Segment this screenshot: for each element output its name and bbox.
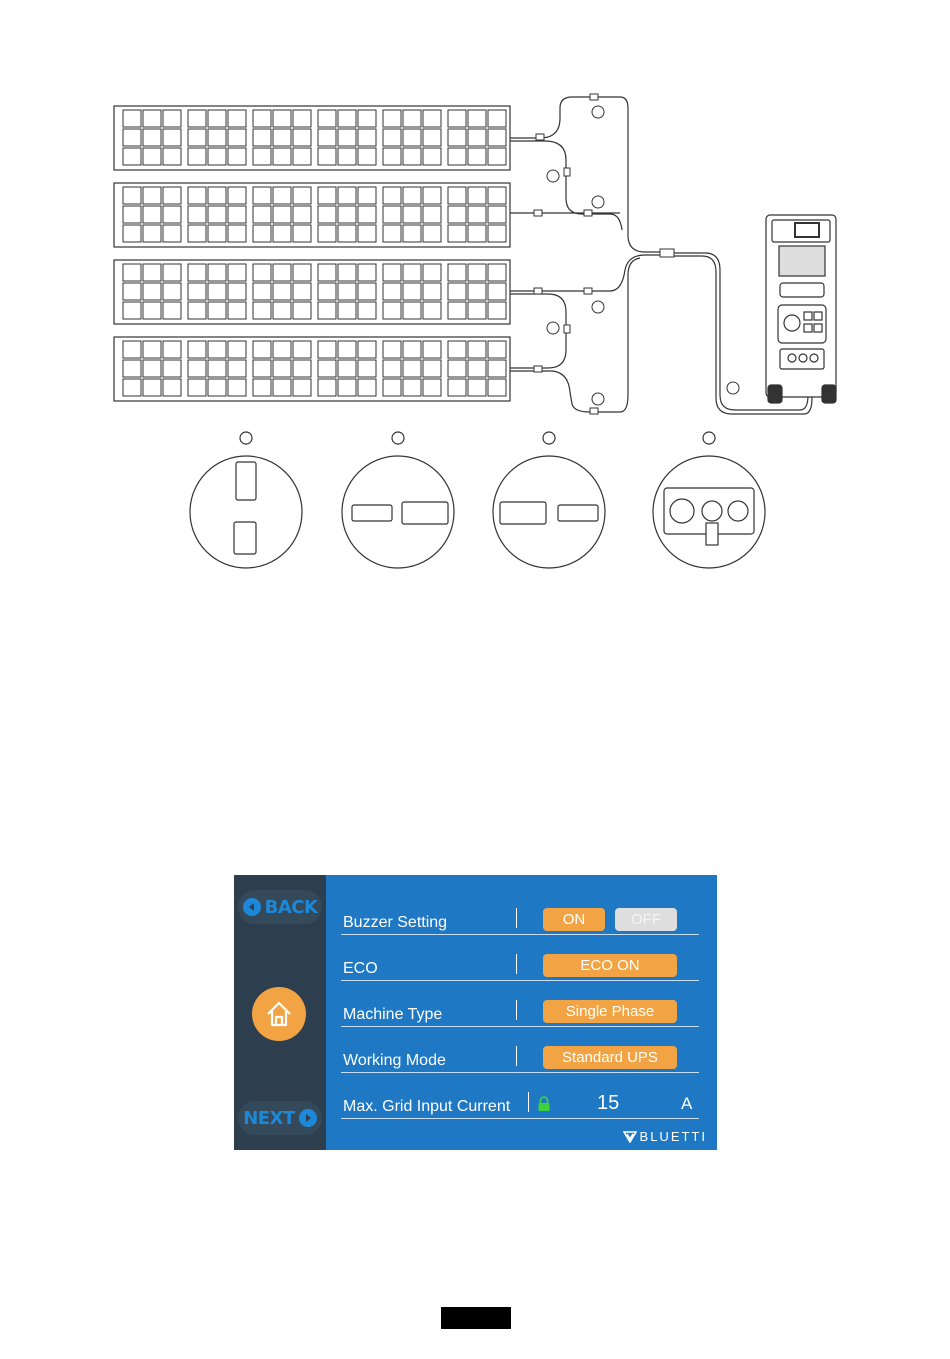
home-icon [263,998,295,1030]
sidebar: BACK NEXT [234,875,326,1150]
page-footer-bar [441,1307,511,1329]
divider [528,1092,529,1112]
buzzer-off-button[interactable]: OFF [615,908,677,931]
solar-connection-diagram [0,0,950,600]
eco-button[interactable]: ECO ON [543,954,677,977]
settings-screen: BACK NEXT Buzzer Setting ON OFF ECO ECO … [234,875,717,1150]
solar-panel [114,183,510,247]
divider [516,908,517,928]
setting-row-max-grid-current: Max. Grid Input Current 15 A [341,1088,699,1119]
working-mode-button[interactable]: Standard UPS [543,1046,677,1069]
next-button[interactable]: NEXT [238,1101,322,1135]
solar-panel [114,260,510,324]
setting-row-eco: ECO ECO ON [341,950,699,981]
back-arrow-icon [243,898,261,916]
setting-label: Max. Grid Input Current [343,1098,510,1116]
home-button[interactable] [252,987,306,1041]
back-label: BACK [265,897,318,918]
setting-row-machine-type: Machine Type Single Phase [341,996,699,1027]
setting-row-working-mode: Working Mode Standard UPS [341,1042,699,1073]
next-label: NEXT [243,1108,295,1129]
solar-panel [114,106,510,170]
connector-details [190,432,765,568]
divider [516,954,517,974]
next-arrow-icon [299,1109,317,1127]
power-station [766,215,836,403]
setting-label: Working Mode [343,1052,446,1070]
back-button[interactable]: BACK [238,890,322,924]
setting-label: Buzzer Setting [343,914,447,932]
max-grid-current-value[interactable]: 15 [597,1092,619,1115]
setting-row-buzzer: Buzzer Setting ON OFF [341,904,699,935]
setting-label: Machine Type [343,1006,442,1024]
max-grid-current-unit: A [681,1094,692,1114]
setting-label: ECO [343,960,378,978]
divider [516,1000,517,1020]
solar-panel-array [114,106,510,401]
solar-panel [114,337,510,401]
bluetti-brand: BLUETTI [623,1129,707,1144]
buzzer-on-button[interactable]: ON [543,908,605,931]
divider [516,1046,517,1066]
machine-type-button[interactable]: Single Phase [543,1000,677,1023]
brand-name: BLUETTI [640,1129,707,1144]
bluetti-logo-icon [623,1131,637,1143]
lock-icon[interactable] [537,1096,551,1112]
